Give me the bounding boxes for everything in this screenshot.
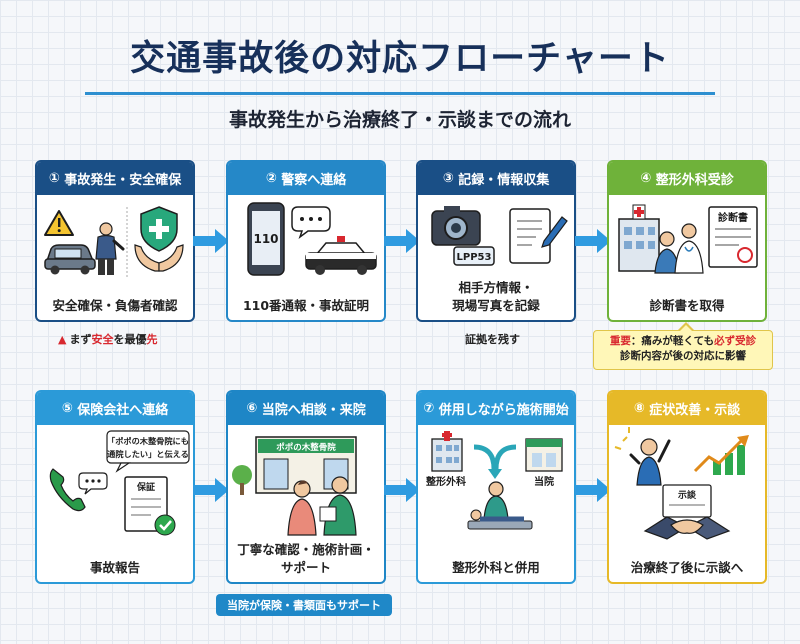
step-caption-6: 丁寧な確認・施術計画・ サポート — [237, 542, 375, 575]
step-header-6: ⑥ 当院へ相談・来院 — [228, 392, 384, 425]
step-illustration-5: 「ポポの木整骨院にも 通院したい」と伝える 保証 — [49, 430, 190, 536]
svg-text:示談: 示談 — [678, 489, 697, 501]
step-number-4: ④ — [640, 171, 652, 186]
step-1-note: ▲まず安全を最優先 — [58, 333, 158, 346]
step-header-1: ① 事故発生・安全確保 — [37, 162, 193, 195]
license-plate-icon: LPP53 — [453, 246, 495, 266]
warning-icon — [44, 210, 74, 236]
phone-icon — [49, 468, 86, 512]
svg-text:110: 110 — [253, 232, 278, 246]
speech-bubble-icon: 「ポポの木整骨院にも 通院したい」と伝える — [106, 430, 190, 473]
settlement-document-icon: 示談 — [662, 484, 712, 518]
step-header-2: ② 警察へ連絡 — [228, 162, 384, 195]
step-illustration-6: ポポの木整骨院 — [232, 436, 357, 536]
step-caption-3: 相手方情報・ 現場写真を記録 — [452, 280, 540, 313]
step-title-1: 事故発生・安全確保 — [64, 173, 182, 188]
step-header-5: ⑤ 保険会社へ連絡 — [37, 392, 193, 425]
injured-person-icon — [95, 222, 125, 275]
shield-hands-icon — [134, 206, 184, 272]
svg-text:LPP53: LPP53 — [457, 252, 492, 263]
step-card-8: ⑧ 症状改善・示談 示談 治療終了後に示談へ — [607, 390, 767, 584]
step-card-6: ⑥ 当院へ相談・来院 ポポの木整骨院 丁寧な確認・施術計画・ サポート — [226, 390, 386, 584]
step-caption-7: 整形外科と併用 — [452, 559, 540, 575]
arrow-right-icon — [575, 478, 611, 502]
medical-certificate-icon: 診断書 — [708, 206, 758, 268]
step-caption-1: 安全確保・負傷者確認 — [52, 297, 178, 313]
check-icon — [154, 514, 176, 536]
police-car-icon — [305, 236, 377, 275]
step-number-1: ① — [48, 171, 60, 186]
insurance-document-icon: 保証 — [124, 476, 168, 532]
svg-text:保証: 保証 — [136, 481, 155, 493]
svg-text:ポポの木整骨院: ポポの木整骨院 — [276, 442, 336, 453]
step-number-8: ⑧ — [633, 401, 645, 416]
staff-consultation-icon — [287, 476, 357, 536]
arrow-right-icon — [384, 478, 420, 502]
step-number-6: ⑥ — [246, 401, 258, 416]
hospital-icon — [618, 204, 660, 272]
handshake-icon — [643, 516, 731, 540]
step-title-4: 整形外科受診 — [655, 173, 734, 188]
step-caption-8: 治療終了後に示談へ — [630, 559, 744, 575]
doctor-patient-icon — [654, 223, 704, 274]
camera-icon — [431, 206, 481, 246]
chat-dots-icon — [78, 472, 108, 495]
svg-text:通院したい」と伝える: 通院したい」と伝える — [107, 449, 189, 459]
step-title-3: 記録・情報収集 — [458, 173, 550, 188]
step-illustration-7: 整形外科 当院 — [425, 431, 563, 530]
step-header-4: ④ 整形外科受診 — [609, 162, 765, 195]
svg-text:診断書: 診断書 — [718, 211, 748, 224]
phone-icon: 110 — [247, 202, 285, 276]
step-card-7: ⑦ 併用しながら施術開始 整形外科 当院 整形外科と併用 — [416, 390, 576, 584]
arrow-right-icon — [575, 229, 611, 253]
important-callout: 重要：痛みが軽くても必ず受診 診断内容が後の対応に影響 — [593, 322, 773, 370]
step-number-2: ② — [265, 171, 277, 186]
step-illustration-1 — [44, 206, 184, 277]
notepad-pen-icon — [509, 208, 568, 264]
step-card-1: ① 事故発生・安全確保 安全確保・負傷者確認 — [35, 160, 195, 322]
arrow-right-icon — [384, 229, 420, 253]
step-title-6: 当院へ相談・来院 — [261, 403, 366, 418]
svg-text:整形外科: 整形外科 — [425, 475, 466, 488]
merge-arrow-icon — [473, 444, 517, 479]
page-title: 交通事故後の対応フローチャート — [130, 39, 670, 79]
step-illustration-8: 示談 — [614, 427, 749, 540]
clinic-icon: 当院 — [525, 438, 563, 488]
growth-chart-icon — [693, 435, 749, 475]
step-3-note: 証拠を残す — [465, 333, 520, 346]
support-badge: 当院が保険・書類面もサポート — [216, 594, 392, 616]
step-caption-5: 事故報告 — [89, 559, 140, 575]
step-illustration-3: LPP53 — [431, 206, 568, 266]
hospital-icon: 整形外科 — [425, 431, 466, 488]
step-number-3: ③ — [442, 171, 454, 186]
step-title-2: 警察へ連絡 — [281, 173, 347, 188]
celebrating-person-icon — [614, 427, 671, 486]
step-caption-4: 診断書を取得 — [649, 297, 725, 313]
step-header-7: ⑦ 併用しながら施術開始 — [418, 392, 574, 425]
step-number-7: ⑦ — [423, 401, 435, 416]
speech-bubble-icon — [291, 206, 331, 240]
arrow-right-icon — [193, 478, 229, 502]
svg-text:当院: 当院 — [534, 475, 554, 488]
step-title-8: 症状改善・示談 — [649, 403, 741, 418]
title-underline — [85, 92, 715, 95]
step-header-3: ③ 記録・情報収集 — [418, 162, 574, 195]
step-number-5: ⑤ — [61, 401, 73, 416]
step-card-4: ④ 整形外科受診 診断書 診断書を取得 — [607, 160, 767, 322]
step-card-3: ③ 記録・情報収集 LPP53 相手方情報・ 現場写真を記録 — [416, 160, 576, 322]
step-header-8: ⑧ 症状改善・示談 — [609, 392, 765, 425]
step-title-7: 併用しながら施術開始 — [438, 403, 569, 418]
step-illustration-2: 110 — [247, 202, 377, 276]
arrow-right-icon — [193, 229, 229, 253]
step-illustration-4: 診断書 — [618, 204, 758, 274]
step-card-5: ⑤ 保険会社へ連絡 「ポポの木整骨院にも 通院したい」と伝える 保証 事故報告 — [35, 390, 195, 584]
crashed-car-icon — [44, 244, 96, 275]
svg-text:「ポポの木整骨院にも: 「ポポの木整骨院にも — [107, 436, 189, 446]
warning-icon: ▲ — [58, 333, 67, 346]
treatment-icon — [467, 481, 533, 530]
step-card-2: ② 警察へ連絡 110 110番通報・事故証明 — [226, 160, 386, 322]
step-caption-2: 110番通報・事故証明 — [242, 297, 370, 313]
page-subtitle: 事故発生から治療終了・示談までの流れ — [228, 109, 571, 131]
step-title-5: 保険会社へ連絡 — [77, 403, 169, 418]
